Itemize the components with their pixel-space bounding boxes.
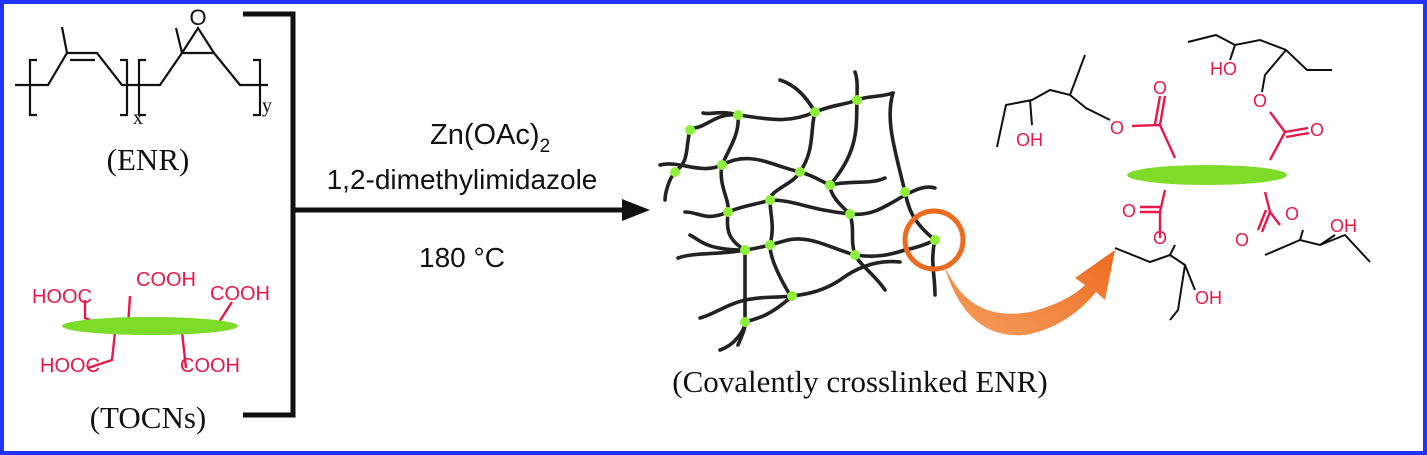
enr-subscript-x: x <box>133 107 143 129</box>
crosslink-node <box>740 245 750 255</box>
crosslink-node <box>723 207 733 217</box>
tocns-cooh-bottom-right: COOH <box>180 355 240 377</box>
enr-chain-2 <box>132 51 268 87</box>
bond-o-bottom-right-2 <box>1299 229 1304 241</box>
crosslink-node <box>825 180 835 190</box>
detail-o-carbonyl-bottom-right: O <box>1235 230 1249 250</box>
enr-bracket-right-1 <box>120 58 129 117</box>
carbonyl-bottom-right <box>1256 209 1272 233</box>
reactant-bracket <box>243 11 296 418</box>
enr-methyl-2 <box>174 27 184 54</box>
carbonyl-top-right <box>1284 126 1310 139</box>
tocns-cooh-top-left: HOOC <box>32 286 92 308</box>
tocns-nanocrystal <box>62 317 238 335</box>
tocns-bond-br <box>180 331 188 369</box>
detail-oh-top-left: OH <box>1016 130 1043 150</box>
bond-o-bottom-left-2 <box>1169 244 1176 256</box>
enr-bracket-left-1 <box>28 58 37 117</box>
detail-o-top-left: O <box>1110 118 1124 138</box>
chain-top-right <box>1187 33 1332 71</box>
tocns-bond-bl <box>87 331 117 370</box>
enr-bracket-left-2 <box>137 58 146 117</box>
reaction-temperature: 180 °C <box>419 242 505 273</box>
enr-label: (ENR) <box>107 142 190 177</box>
enr-methyl-1 <box>60 26 69 54</box>
detail-nanocrystal <box>1127 165 1287 185</box>
crosslink-node <box>765 195 775 205</box>
bond-oh-top-right <box>1229 44 1236 61</box>
bond-oh-top-left <box>1029 99 1033 126</box>
crosslink-node <box>733 110 743 120</box>
ester-top-right <box>1268 111 1287 161</box>
enr-epoxide-o: O <box>189 5 206 30</box>
chain-bottom-right <box>1264 233 1371 263</box>
detail-oh-bottom-left: OH <box>1195 288 1222 308</box>
enr-subscript-y: y <box>262 95 272 117</box>
crosslink-node <box>787 291 797 301</box>
crosslink-node <box>810 107 820 117</box>
crosslink-node <box>740 317 750 327</box>
network-strands <box>658 70 938 352</box>
detail-o-bottom-left: O <box>1153 228 1167 248</box>
crosslink-node <box>685 125 695 135</box>
crosslink-node <box>900 187 910 197</box>
ester-top-left <box>1131 123 1177 159</box>
crosslink-nodes <box>670 95 940 327</box>
tocns-cooh-top-center: COOH <box>136 269 196 291</box>
crosslink-node <box>717 160 727 170</box>
crosslink-node <box>765 240 775 250</box>
zoom-arrow <box>944 250 1115 336</box>
carbonyl-top-left <box>1153 95 1167 126</box>
crosslink-node <box>930 235 940 245</box>
detail-oh-top-right: HO <box>1210 59 1237 79</box>
bond-o-top-left <box>1069 94 1111 121</box>
detail-o-top-right: O <box>1253 91 1267 111</box>
bond-oh-bottom-left <box>1184 264 1196 291</box>
chain-top-left <box>996 54 1086 148</box>
enr-bracket-right-2 <box>253 58 262 117</box>
crosslink-node <box>852 95 862 105</box>
reaction-arrow-head <box>622 199 650 221</box>
enr-chain-1 <box>15 51 132 87</box>
catalyst-zn: Zn(OAc)2 <box>430 119 550 157</box>
crosslink-node <box>795 167 805 177</box>
chain-bottom-left <box>1114 247 1187 321</box>
crosslink-node <box>845 209 855 219</box>
network-label: (Covalently crosslinked ENR) <box>672 364 1047 399</box>
zoom-circle <box>902 208 966 272</box>
tocns-cooh-bottom-left: HOOC <box>40 355 100 377</box>
enr-structure <box>15 25 268 117</box>
bond-o-top-right <box>1261 49 1287 93</box>
detail-o-bottom-right: O <box>1285 204 1299 224</box>
carbonyl-bottom-left <box>1140 205 1160 214</box>
bond-oh-bottom-right <box>1319 234 1336 246</box>
scheme-svg: O x y (ENR) HOOC COOH COOH HOOC COOH (TO… <box>15 5 1371 435</box>
detail-o-carbonyl-bottom-left: O <box>1122 201 1136 221</box>
catalyst-imidazole: 1,2-dimethylimidazole <box>327 164 598 195</box>
tocns-cooh-top-right: COOH <box>210 283 270 305</box>
detail-structure <box>996 33 1371 321</box>
tocns-structure <box>62 295 238 370</box>
tocns-label: (TOCNs) <box>90 400 207 435</box>
detail-oh-bottom-right: OH <box>1330 216 1357 236</box>
enr-epoxide-ring <box>181 25 215 54</box>
crosslink-node <box>670 167 680 177</box>
crosslink-node <box>850 250 860 260</box>
detail-o-carbonyl-top-right: O <box>1310 120 1324 140</box>
detail-o-carbonyl-top-left: O <box>1153 78 1167 98</box>
